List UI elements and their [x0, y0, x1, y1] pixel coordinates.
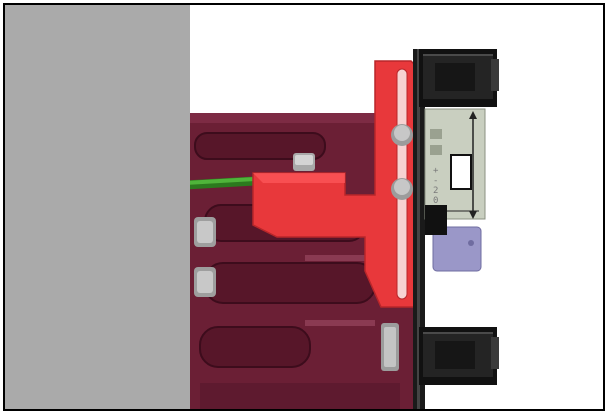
stud	[391, 178, 413, 200]
front-panel-edge	[417, 49, 420, 409]
pcb-marking: +	[433, 166, 439, 176]
chassis-highlight	[305, 255, 375, 261]
mounting-wall	[5, 5, 190, 409]
screw-head	[293, 153, 315, 171]
stud	[391, 124, 413, 146]
hex-nut	[381, 323, 399, 371]
pcb-marking: 2	[433, 186, 438, 196]
ground-cable	[180, 176, 260, 190]
pcb-marking-group: + - 2 0	[433, 166, 439, 206]
pcb-footprint	[450, 154, 472, 190]
chassis-slot	[204, 262, 376, 304]
mechanical-assembly-drawing: + - 2 0	[5, 5, 499, 409]
ic-chip	[432, 226, 482, 272]
pcb-board	[424, 108, 486, 220]
panel-clip	[425, 205, 447, 235]
ic-pin-marker	[468, 240, 474, 246]
chassis-top-edge	[185, 113, 423, 123]
pcb-marking: 0	[433, 196, 438, 206]
chassis-highlight	[305, 320, 375, 326]
hex-nut	[194, 267, 216, 297]
top-connector	[419, 49, 499, 107]
bottom-connector	[419, 327, 499, 385]
chassis-slot	[199, 326, 311, 368]
hex-nut	[194, 217, 216, 247]
chassis-slot	[194, 132, 326, 160]
figure-frame: + - 2 0	[3, 3, 605, 411]
chassis-lower-rail	[200, 383, 400, 409]
pcb-marking: -	[433, 176, 438, 186]
